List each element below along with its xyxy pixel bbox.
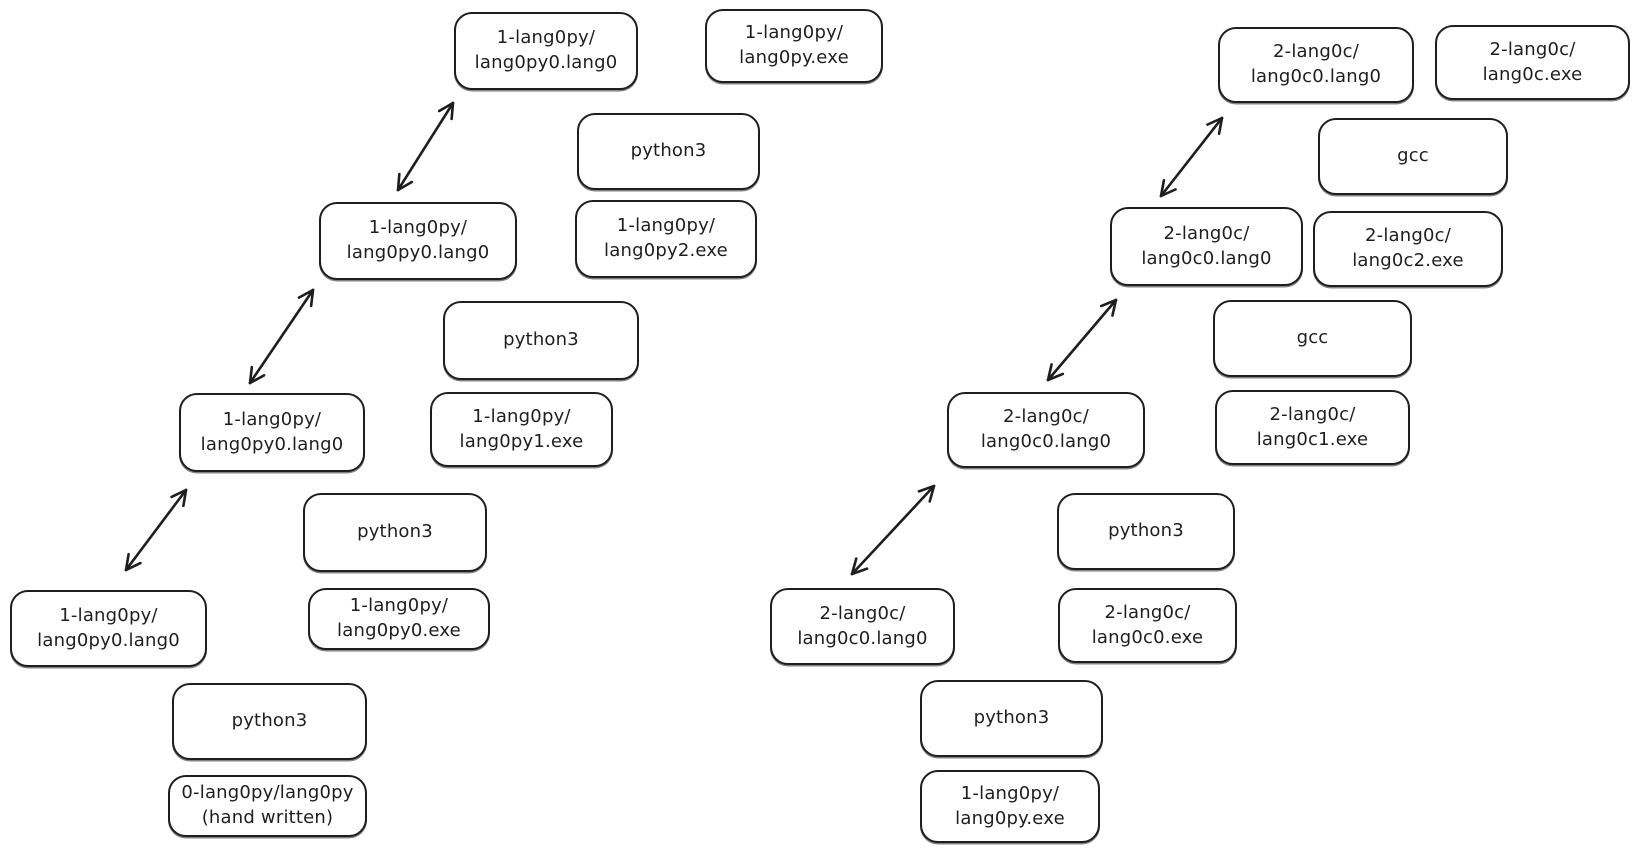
node-left-src-gen1: 1-lang0py/ lang0py0.lang0 [179,393,365,472]
node-right-input-exe: 1-lang0py/ lang0py.exe [920,770,1100,843]
node-right-exe0: 2-lang0c/ lang0c0.exe [1058,588,1237,663]
node-right-gcc-b: gcc [1213,300,1412,377]
node-right-src-gen1: 2-lang0c/ lang0c0.lang0 [947,392,1145,468]
arrow-left-gen1-gen2 [248,288,315,385]
node-right-python3-b: python3 [920,680,1103,757]
node-left-final-exe: 1-lang0py/ lang0py.exe [705,9,883,83]
node-right-python3-a: python3 [1057,493,1235,570]
node-left-src-gen0: 1-lang0py/ lang0py0.lang0 [10,590,207,667]
arrow-left-gen2-gen3 [396,101,455,192]
arrow-left-gen0-gen1 [124,488,188,572]
node-left-src-gen2: 1-lang0py/ lang0py0.lang0 [319,202,517,280]
node-left-python3-c: python3 [303,493,487,572]
node-left-src-gen3: 1-lang0py/ lang0py0.lang0 [454,12,638,90]
node-left-exe2: 1-lang0py/ lang0py2.exe [575,200,757,278]
node-left-handwritten: 0-lang0py/lang0py (hand written) [168,775,367,837]
arrow-right-gen2-gen3 [1159,116,1224,198]
node-right-exe2: 2-lang0c/ lang0c2.exe [1313,211,1503,287]
node-right-src-gen0: 2-lang0c/ lang0c0.lang0 [770,588,955,665]
node-left-exe1: 1-lang0py/ lang0py1.exe [430,392,613,467]
node-right-gcc-a: gcc [1318,118,1508,195]
node-right-final-exe: 2-lang0c/ lang0c.exe [1435,25,1630,100]
node-right-exe1: 2-lang0c/ lang0c1.exe [1215,390,1410,465]
node-right-src-gen3: 2-lang0c/ lang0c0.lang0 [1218,27,1414,103]
node-left-python3-a: python3 [577,113,760,190]
arrow-right-gen1-gen2 [1046,298,1118,382]
node-left-python3-d: python3 [172,683,367,760]
node-right-src-gen2: 2-lang0c/ lang0c0.lang0 [1110,207,1303,286]
arrow-right-gen0-gen1 [850,484,936,576]
node-left-python3-b: python3 [443,301,639,380]
node-left-exe0: 1-lang0py/ lang0py0.exe [308,588,490,650]
